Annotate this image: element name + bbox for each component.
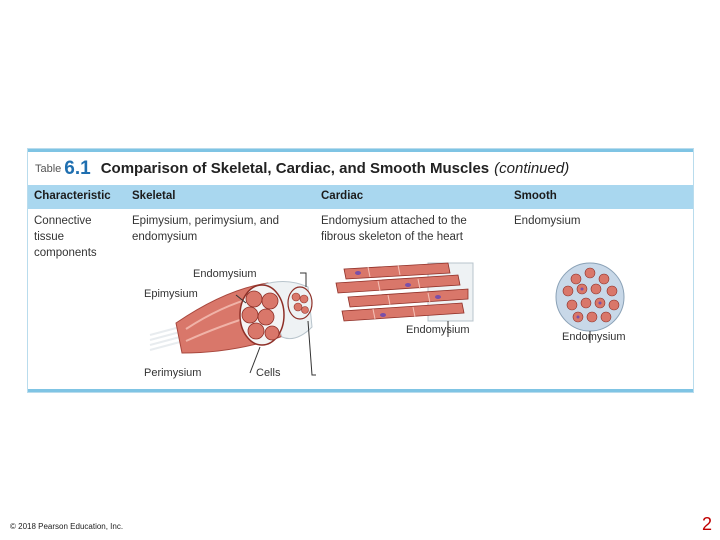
cell-text-line: components bbox=[34, 247, 97, 259]
comparison-table: Table 6.1 Comparison of Skeletal, Cardia… bbox=[27, 148, 694, 393]
table-title: Comparison of Skeletal, Cardiac, and Smo… bbox=[100, 160, 490, 177]
table-continued: (continued) bbox=[494, 160, 570, 177]
cell-cardiac: Endomysium attached to the fibrous skele… bbox=[321, 213, 501, 245]
copyright-notice: © 2018 Pearson Education, Inc. bbox=[10, 522, 124, 531]
cell-text-line: Connective bbox=[34, 215, 92, 227]
cell-text-line: fibrous skeleton of the heart bbox=[321, 231, 463, 243]
table-bottom-rule bbox=[28, 389, 693, 392]
label-endomysium-cardiac: Endomysium bbox=[406, 324, 470, 336]
table-row: Connective tissue components Epimysium, … bbox=[28, 209, 693, 390]
cell-text-line: Epimysium, perimysium, and bbox=[132, 215, 279, 227]
cell-skeletal: Epimysium, perimysium, and endomysium bbox=[132, 213, 312, 245]
table-number: 6.1 bbox=[64, 157, 91, 179]
header-characteristic: Characteristic bbox=[34, 190, 111, 202]
cell-text-line: tissue bbox=[34, 231, 65, 243]
cardiac-muscle-illustration bbox=[335, 262, 474, 337]
cell-text-line: Endomysium bbox=[514, 215, 581, 227]
header-skeletal: Skeletal bbox=[132, 190, 176, 202]
label-cells: Cells bbox=[256, 367, 281, 379]
skeletal-muscle-illustration bbox=[149, 272, 316, 376]
cell-text-line: endomysium bbox=[132, 231, 198, 243]
table-title-bar: Table 6.1 Comparison of Skeletal, Cardia… bbox=[28, 149, 693, 185]
table-label: Table bbox=[35, 162, 62, 175]
label-endomysium-skeletal: Endomysium bbox=[193, 268, 257, 280]
label-epimysium: Epimysium bbox=[144, 288, 198, 300]
label-endomysium-smooth: Endomysium bbox=[562, 331, 626, 343]
cell-text-line: Endomysium attached to the bbox=[321, 215, 467, 227]
cell-characteristic: Connective tissue components bbox=[34, 213, 124, 261]
label-perimysium: Perimysium bbox=[144, 367, 202, 379]
header-smooth: Smooth bbox=[514, 190, 557, 202]
page-number: 2 bbox=[702, 514, 713, 534]
cell-smooth: Endomysium bbox=[514, 213, 684, 229]
header-cardiac: Cardiac bbox=[321, 190, 364, 202]
table-header-row: Characteristic Skeletal Cardiac Smooth bbox=[28, 185, 693, 211]
smooth-muscle-illustration bbox=[555, 262, 625, 343]
